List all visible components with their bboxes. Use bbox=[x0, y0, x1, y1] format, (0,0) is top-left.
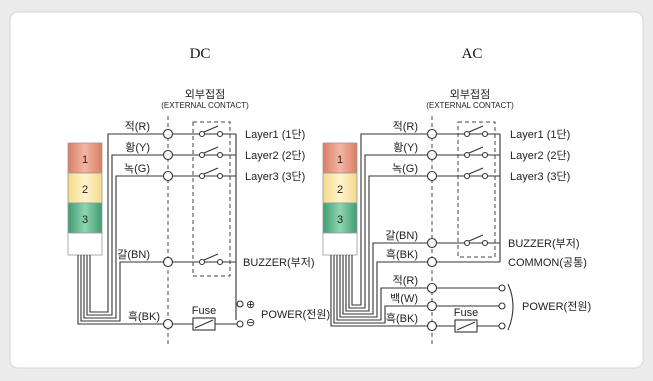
dc-minus-symbol: ⊖ bbox=[246, 317, 255, 329]
dc-fuse-label: Fuse bbox=[192, 305, 216, 317]
ac-switch-layer1 bbox=[463, 125, 489, 138]
ac-wire-label-brown: 갈(BN) bbox=[385, 228, 418, 242]
dc-switch-layer1 bbox=[198, 125, 224, 138]
dc-wire-label-yellow: 황(Y) bbox=[125, 141, 150, 154]
dc-output-layer2: Layer2 (2단) bbox=[245, 149, 305, 162]
dc-wire-label-green: 녹(G) bbox=[124, 162, 150, 175]
ac-power-terminal-2 bbox=[498, 302, 506, 310]
dc-plus-symbol: ⊕ bbox=[246, 299, 255, 311]
ac-output-common: COMMON(공통) bbox=[508, 256, 587, 269]
dc-title: DC bbox=[190, 46, 211, 62]
dc-cable-bundle bbox=[77, 133, 168, 325]
dc-tier-yellow bbox=[67, 172, 103, 204]
dc-terminal-red bbox=[162, 128, 174, 140]
ac-wire-label-green: 녹(G) bbox=[392, 162, 418, 175]
ac-tier-yellow bbox=[322, 172, 358, 204]
ac-external-contact-en: (EXTERNAL CONTACT) bbox=[426, 101, 514, 110]
dc-wire-label-brown: 갈(BN) bbox=[117, 247, 150, 261]
dc-terminal-green bbox=[162, 170, 174, 182]
ac-terminal-red-power bbox=[426, 282, 438, 294]
dc-switches bbox=[198, 125, 224, 266]
dc-switch-buzzer bbox=[198, 253, 224, 266]
ac-output-layer1: Layer1 (1단) bbox=[510, 128, 570, 141]
ac-tier-label-1: 1 bbox=[337, 154, 343, 166]
dc-tier-green bbox=[67, 202, 103, 234]
ac-output-layer2: Layer2 (2단) bbox=[510, 149, 570, 162]
ac-wire-label-yellow: 황(Y) bbox=[393, 141, 418, 154]
ac-switch-buzzer bbox=[463, 234, 489, 247]
ac-wire-label-red: 적(R) bbox=[393, 120, 418, 133]
ac-terminal-black bbox=[426, 256, 438, 268]
dc-external-contact-label: 외부접점 bbox=[185, 88, 225, 101]
dc-terminal-yellow bbox=[162, 149, 174, 161]
ac-wire-label-black: 흑(BK) bbox=[386, 247, 418, 261]
ac-tower-base bbox=[322, 232, 358, 256]
ac-tier-green bbox=[322, 202, 358, 234]
dc-tower-base bbox=[67, 232, 103, 256]
ac-wire-label-red-power: 적(R) bbox=[393, 274, 418, 287]
dc-contact-box bbox=[192, 121, 231, 277]
ac-terminal-green bbox=[426, 170, 438, 182]
dc-tier-label-3: 3 bbox=[82, 214, 88, 226]
dc-output-layer1: Layer1 (1단) bbox=[245, 128, 305, 141]
dc-switch-layer2 bbox=[198, 146, 224, 159]
ac-terminal-yellow bbox=[426, 149, 438, 161]
ac-contact-box bbox=[457, 121, 496, 258]
dc-switch-layer3 bbox=[198, 167, 224, 180]
ac-power-terminal-3 bbox=[498, 322, 506, 330]
ac-diagram: AC 외부접점 (EXTERNAL CONTACT) 1 2 3 적(R) 황(… bbox=[322, 46, 591, 345]
ac-terminal-white bbox=[426, 300, 438, 312]
ac-tier-label-2: 2 bbox=[337, 184, 343, 196]
dc-external-contact-en: (EXTERNAL CONTACT) bbox=[161, 101, 249, 110]
dc-tier-label-1: 1 bbox=[82, 154, 88, 166]
ac-switch-layer2 bbox=[463, 146, 489, 159]
ac-external-contact-label: 외부접점 bbox=[450, 88, 490, 101]
dc-terminal-brown bbox=[162, 256, 174, 268]
dc-output-buzzer: BUZZER(부저) bbox=[243, 256, 315, 269]
ac-power-brace bbox=[507, 283, 514, 331]
ac-tier-red bbox=[322, 142, 358, 174]
ac-tower-light: 1 2 3 bbox=[322, 142, 358, 256]
ac-output-layer3: Layer3 (3단) bbox=[510, 170, 570, 183]
ac-title: AC bbox=[462, 46, 483, 62]
ac-terminal-brown bbox=[426, 237, 438, 249]
ac-wire-label-black-power: 흑(BK) bbox=[386, 311, 418, 325]
ac-terminal-red bbox=[426, 128, 438, 140]
ac-tier-label-3: 3 bbox=[337, 214, 343, 226]
dc-tier-label-2: 2 bbox=[82, 184, 88, 196]
dc-tower-light: 1 2 3 bbox=[67, 142, 103, 256]
dc-terminal-black bbox=[162, 318, 174, 330]
ac-wire-label-white: 백(W) bbox=[390, 292, 418, 305]
ac-terminal-black-power bbox=[426, 320, 438, 332]
ac-cable-bundle bbox=[330, 133, 432, 327]
dc-output-layer3: Layer3 (3단) bbox=[245, 170, 305, 183]
ac-switch-layer3 bbox=[463, 167, 489, 180]
dc-power-minus-terminal bbox=[236, 320, 244, 328]
ac-power-terminal-1 bbox=[498, 284, 506, 292]
dc-power-plus-terminal bbox=[236, 300, 244, 308]
ac-switches bbox=[463, 125, 489, 247]
dc-wire-label-black: 흑(BK) bbox=[128, 309, 160, 323]
ac-power-label: POWER(전원) bbox=[522, 300, 591, 313]
ac-output-buzzer: BUZZER(부저) bbox=[508, 237, 580, 250]
dc-power-label: POWER(전원) bbox=[261, 308, 330, 321]
dc-diagram: DC 외부접점 (EXTERNAL CONTACT) 1 2 3 적(R) 황(… bbox=[67, 46, 330, 345]
dc-tier-red bbox=[67, 142, 103, 174]
dc-wire-label-red: 적(R) bbox=[125, 120, 150, 133]
ac-fuse-label: Fuse bbox=[454, 307, 478, 319]
